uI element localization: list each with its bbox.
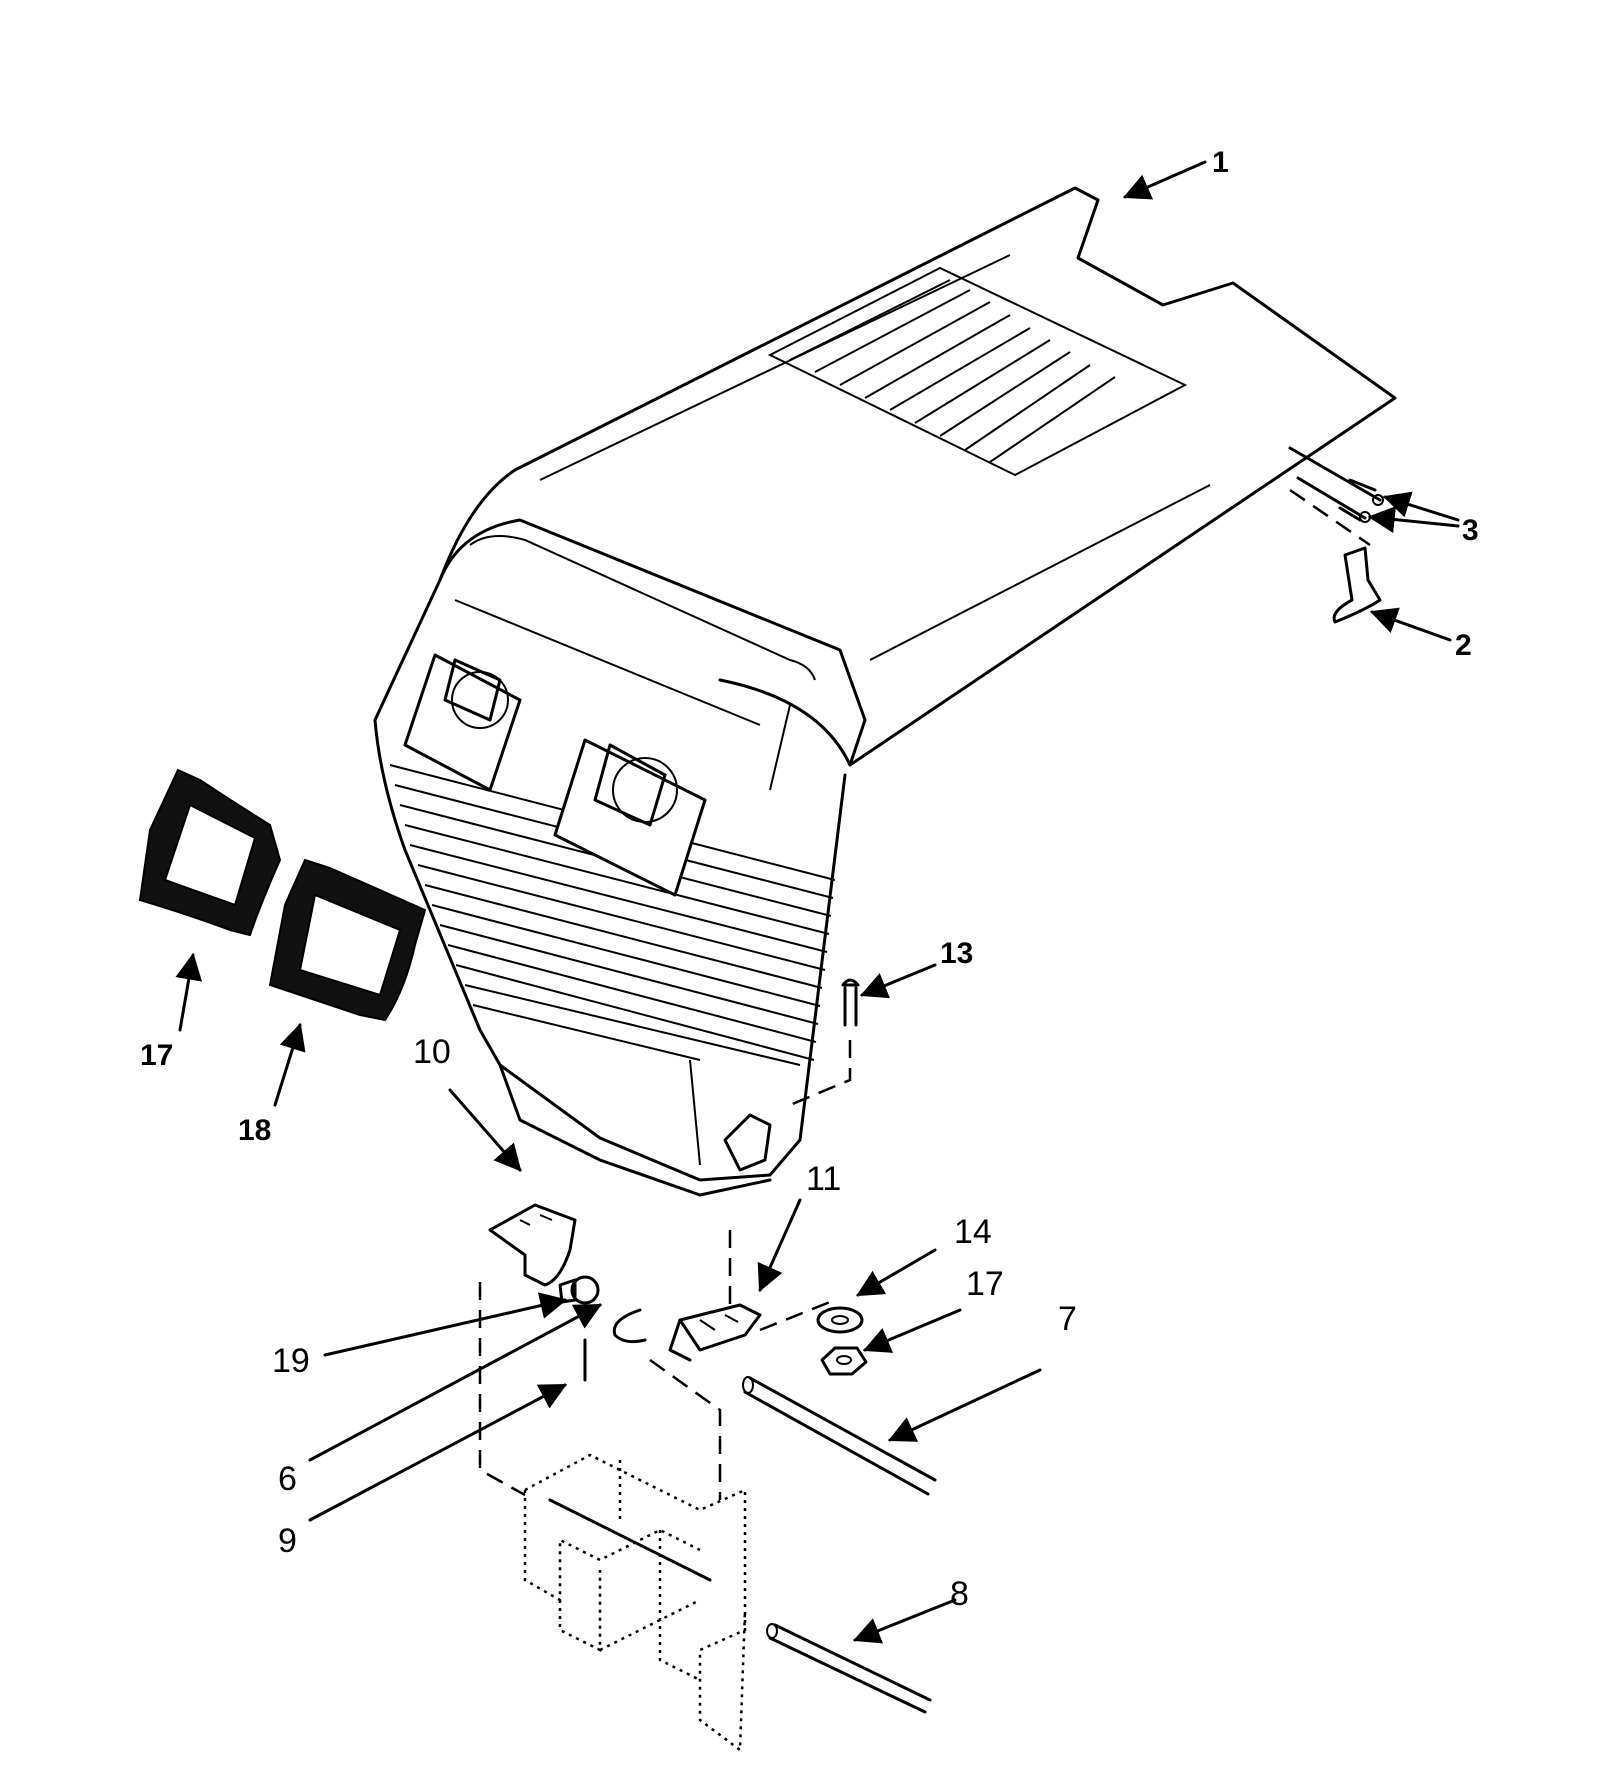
callout-11: 11 xyxy=(806,1160,841,1198)
callout-6: 6 xyxy=(278,1460,297,1498)
callout-3: 3 xyxy=(1462,514,1479,547)
leader-arrows xyxy=(175,160,1460,1644)
callout-7: 7 xyxy=(1058,1300,1077,1338)
headlight-bezels xyxy=(138,768,427,1022)
carriage-bolt xyxy=(789,978,860,1107)
callout-10: 10 xyxy=(413,1033,451,1071)
callout-19: 19 xyxy=(272,1342,310,1380)
hood xyxy=(373,186,1397,1197)
hinge-hardware xyxy=(488,1203,836,1382)
callout-2: 2 xyxy=(1455,629,1472,662)
rods xyxy=(742,1376,937,1714)
callout-1: 1 xyxy=(1212,146,1229,179)
callout-12: 13 xyxy=(940,937,973,970)
callout-18: 18 xyxy=(238,1114,271,1147)
callout-14: 17 xyxy=(966,1265,1004,1303)
support-bracket-reference xyxy=(478,1282,747,1753)
callout-8: 8 xyxy=(950,1575,969,1613)
callout-17: 17 xyxy=(140,1039,173,1072)
callout-9: 9 xyxy=(278,1522,297,1560)
washer-and-nut xyxy=(816,1306,868,1376)
callout-13: 14 xyxy=(954,1213,992,1251)
latch-and-pins xyxy=(1288,446,1384,624)
